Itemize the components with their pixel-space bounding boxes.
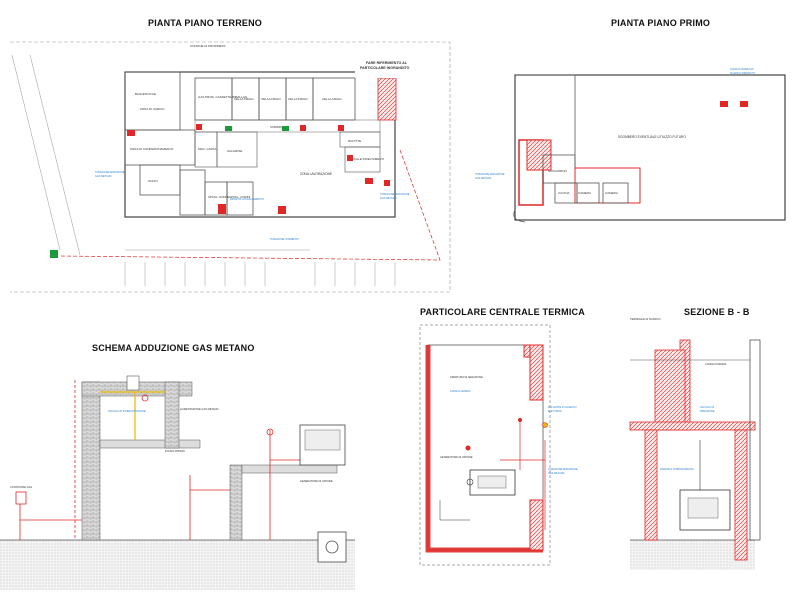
svg-text:GAS METANO: GAS METANO (475, 177, 492, 180)
svg-text:GAS METANO: GAS METANO (95, 175, 112, 178)
svg-text:UFFICI: UFFICI (148, 179, 158, 183)
svg-text:SPOGL. DONNE: SPOGL. DONNE (208, 195, 229, 199)
svg-text:GAS METANO: GAS METANO (548, 472, 565, 475)
svg-text:PULSANTE DI SGANCIO: PULSANTE DI SGANCIO (548, 406, 577, 409)
fire-extinguisher-icon (740, 101, 748, 107)
svg-text:VALVOLA DI: VALVOLA DI (700, 406, 714, 409)
svg-text:GAS PROD. CASSETTE IMBALLAG.: GAS PROD. CASSETTE IMBALLAG. (198, 95, 248, 99)
svg-text:TUBAZIONE ADDUZIONE: TUBAZIONE ADDUZIONE (475, 173, 505, 176)
emergency-exit-icon (50, 250, 58, 258)
section-bb-diagram: TERMINALE DI SCARICO CANNA FUMARIA VALVO… (629, 317, 761, 570)
svg-text:CAMERA: CAMERA (605, 191, 618, 195)
svg-text:CUCINA: CUCINA (558, 191, 570, 195)
svg-text:ELETTRICO: ELETTRICO (548, 410, 562, 413)
svg-text:RIPARTIZ. RISCALDAMENTO: RIPARTIZ. RISCALDAMENTO (230, 198, 264, 201)
fire-extinguisher-icon (338, 125, 344, 131)
svg-text:SGOMBERO EVENTUALE UTILIZZO FU: SGOMBERO EVENTUALE UTILIZZO FUTURO (618, 135, 686, 139)
title-section: SEZIONE B - B (684, 307, 750, 317)
svg-text:RICOTTE: RICOTTE (348, 139, 361, 143)
svg-text:PIANO PRIMO: PIANO PRIMO (165, 449, 186, 453)
gas-meter-icon (15, 491, 27, 505)
svg-text:ZONA DI CONFEZIONAMENTO: ZONA DI CONFEZIONAMENTO (130, 147, 174, 151)
svg-text:SCARICO PRODOTTI: SCARICO PRODOTTI (730, 72, 755, 75)
svg-text:VALVOLA DI INTERCETTAZIONE: VALVOLA DI INTERCETTAZIONE (108, 410, 146, 413)
fire-extinguisher-icon (347, 155, 353, 161)
boiler-room-diagram: GENERATORE DI VAPORE APERTURA DI AERAZIO… (419, 324, 578, 566)
svg-text:PARETE E TAMPONAMENTO: PARETE E TAMPONAMENTO (660, 468, 694, 471)
svg-text:GAS METANO: GAS METANO (380, 197, 397, 200)
fire-extinguisher-icon (365, 178, 373, 184)
svg-text:APERTURA DI AERAZIONE: APERTURA DI AERAZIONE (450, 375, 483, 379)
reference-note-1: FARE RIFERIMENTO AL (366, 61, 408, 65)
boiler-room-hatched (377, 77, 397, 121)
parking-lots (124, 249, 396, 286)
svg-text:BAGNI/DOCCE: BAGNI/DOCCE (135, 92, 156, 96)
svg-text:CELLA FRIGO: CELLA FRIGO (261, 97, 281, 101)
ground-floor-plan: CONFINE DI PROPRIETA' FARE RIFERIMENTO A… (10, 41, 451, 293)
gas-scheme-diagram: PIANO PRIMO GENERATORE DI VAPORE ALIMENT… (0, 375, 355, 590)
svg-text:CORRIDOIO: CORRIDOIO (270, 125, 288, 129)
emergency-exit-icon (225, 126, 232, 131)
svg-text:ZONA DI CARICO: ZONA DI CARICO (140, 107, 165, 111)
svg-text:CANNA FUMARIA: CANNA FUMARIA (705, 362, 727, 366)
fire-extinguisher-icon (278, 206, 286, 214)
svg-text:GENERATORE DI VAPORE: GENERATORE DI VAPORE (300, 479, 333, 483)
svg-text:CELLA FRIGO: CELLA FRIGO (234, 97, 254, 101)
title-boiler-room: PARTICOLARE CENTRALE TERMICA (420, 307, 585, 317)
svg-text:TUBAZIONE ADDUZIONE: TUBAZIONE ADDUZIONE (548, 468, 578, 471)
svg-text:GENERATORE DI VAPORE: GENERATORE DI VAPORE (440, 455, 473, 459)
title-first-floor: PIANTA PIANO PRIMO (611, 18, 711, 28)
svg-text:CELLA FRIGO: CELLA FRIGO (288, 97, 308, 101)
svg-text:CANNA FUMARIA: CANNA FUMARIA (450, 390, 471, 393)
title-gas-scheme: SCHEMA ADDUZIONE GAS METANO (92, 343, 255, 353)
title-ground-floor: PIANTA PIANO TERRENO (148, 18, 263, 28)
boiler-icon (317, 531, 347, 563)
fire-extinguisher-icon (218, 204, 226, 214)
svg-text:SALAMOIE: SALAMOIE (227, 149, 242, 153)
svg-text:MAG. CARTA: MAG. CARTA (198, 147, 216, 151)
fire-extinguisher-icon (720, 101, 728, 107)
svg-text:TERMINALE DI SCARICO: TERMINALE DI SCARICO (630, 317, 661, 321)
svg-text:CAMERA: CAMERA (578, 191, 591, 195)
first-floor-plan: SGOMBERO EVENTUALE UTILIZZO FUTURO SOGGI… (475, 68, 786, 223)
svg-text:LOCALE RIVELTAMENTI: LOCALE RIVELTAMENTI (350, 157, 384, 161)
reference-note-2: PARTICOLARE INGRANDITO (360, 66, 410, 70)
gas-line-ground (59, 149, 441, 261)
emergency-exit-icon (282, 126, 289, 131)
svg-text:PRESSIONE: PRESSIONE (700, 410, 715, 413)
svg-text:TUBAZIONE ADDUZIONE: TUBAZIONE ADDUZIONE (380, 193, 410, 196)
svg-text:ZONA LAVORAZIONE: ZONA LAVORAZIONE (300, 172, 332, 176)
building-outline-first (514, 74, 786, 221)
svg-text:CELLA FRIGO: CELLA FRIGO (322, 97, 342, 101)
svg-text:SOGGIORNO: SOGGIORNO (548, 169, 568, 173)
svg-text:ALIMENTAZIONE GAS METANO: ALIMENTAZIONE GAS METANO (180, 407, 219, 411)
fire-extinguisher-icon (127, 130, 135, 136)
fire-extinguisher-icon (196, 124, 202, 130)
svg-text:CONTATORE GAS: CONTATORE GAS (10, 485, 32, 489)
fire-extinguisher-icon (384, 180, 390, 186)
svg-text:CANNA FUMARIA DI: CANNA FUMARIA DI (730, 68, 754, 71)
gas-annotation: TUBAZIONE ADDUZIONE (95, 171, 125, 174)
svg-text:SPOGL. UOMINI: SPOGL. UOMINI (229, 195, 251, 199)
boundary-label: CONFINE DI PROPRIETA' (190, 44, 226, 48)
svg-text:TUBAZIONE INTERRATA: TUBAZIONE INTERRATA (270, 238, 299, 241)
fire-extinguisher-icon (300, 125, 306, 131)
